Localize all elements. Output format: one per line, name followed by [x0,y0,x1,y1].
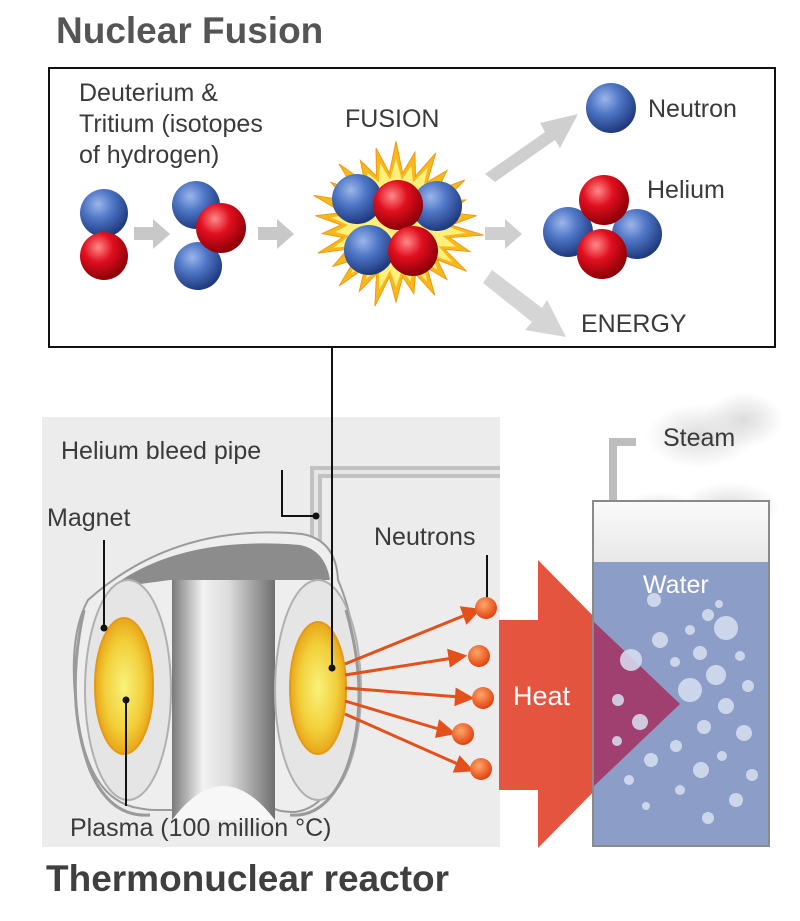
helium-nucleus [543,175,662,279]
reactants-label: Deuterium & Tritium (isotopes of hydroge… [79,79,270,169]
steam-label: Steam [663,424,735,452]
deuterium-nucleus [80,189,128,280]
plasma-label: Plasma (100 million °C) [70,814,331,842]
leader-lines [103,347,488,806]
energy-arrow [483,270,566,337]
heat-label: Heat [513,681,571,711]
neutron-label: Neutron [648,95,737,123]
neutron-rays [344,606,482,773]
combine-arrow-1 [134,219,170,249]
steam-pipe [609,438,636,505]
plasma-right [289,621,347,755]
neutron-particle [586,83,636,133]
magnet-label: Magnet [47,504,130,532]
nuclear-fusion-title: Nuclear Fusion [56,10,324,51]
torus-central-column [172,580,275,820]
energy-label: ENERGY [581,310,687,338]
helium-bleed-pipe-label: Helium bleed pipe [61,437,261,465]
water-bubbles [612,593,758,824]
fusing-nuclei [332,174,462,276]
heat-arrow [499,560,680,848]
thermonuclear-reactor-title: Thermonuclear reactor [46,858,450,899]
combine-arrow-2 [258,219,294,249]
neutron-balls [452,597,497,780]
helium-arrow [485,219,522,249]
neutrons-label: Neutrons [374,523,475,551]
fusion-label: FUSION [345,105,439,133]
neutron-arrow [485,114,578,182]
tritium-nucleus [172,181,246,290]
helium-label: Helium [647,176,725,204]
plasma-left [94,617,154,755]
